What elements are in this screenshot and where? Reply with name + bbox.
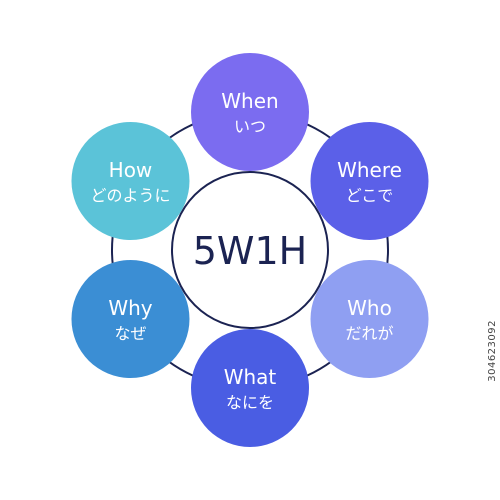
node-who: Who だれが (310, 260, 429, 378)
node-when-ja-label: いつ (234, 117, 266, 136)
node-when: When いつ (191, 53, 309, 171)
node-why-circle (71, 260, 190, 378)
node-where: Where どこで (310, 122, 429, 240)
node-what: What なにを (191, 329, 309, 447)
node-where-en-label: Where (337, 158, 402, 182)
node-what-ja-label: なにを (226, 393, 274, 412)
nodes-layer: When いつ Where どこで Who だれが What なにを Why なぜ How どのように (71, 53, 429, 447)
node-how-circle (71, 122, 190, 240)
node-why: Why なぜ (71, 260, 190, 378)
node-how-en-label: How (109, 158, 153, 182)
node-what-circle (191, 329, 309, 447)
node-how: How どのように (71, 122, 190, 240)
node-who-circle (310, 260, 429, 378)
node-where-ja-label: どこで (346, 186, 394, 205)
node-who-en-label: Who (347, 296, 392, 320)
node-why-en-label: Why (108, 296, 152, 320)
node-why-ja-label: なぜ (114, 324, 146, 343)
node-how-ja-label: どのように (90, 186, 170, 205)
node-who-ja-label: だれが (346, 324, 394, 343)
node-when-circle (191, 53, 309, 171)
center-circle (171, 171, 329, 329)
node-when-en-label: When (221, 89, 278, 113)
center-label: 5W1H (193, 229, 308, 273)
stock-id-label: 304623092 (487, 320, 498, 382)
node-what-en-label: What (224, 365, 277, 389)
node-where-circle (310, 122, 429, 240)
